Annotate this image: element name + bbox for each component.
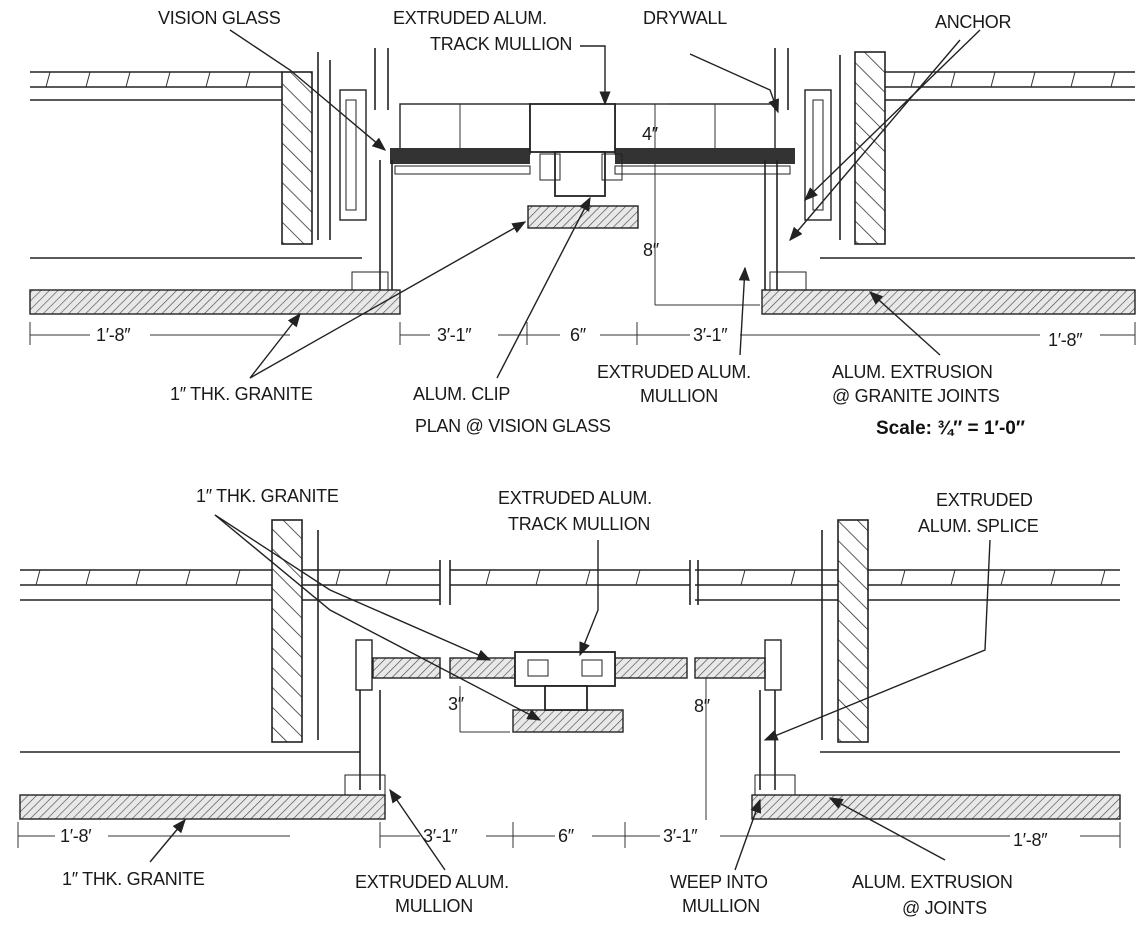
top-detail: VISION GLASS EXTRUDED ALUM. TRACK MULLIO… [29,8,1136,439]
top-granite-left [29,289,401,315]
drawing-scale: Scale: ¾″ = 1′-0″ [876,418,1025,439]
top-dim-depth-b: 8″ [643,240,660,260]
bottom-leader-arrows [149,514,991,871]
bottom-mullion-label-2: MULLION [395,896,473,916]
top-dimension-lines [29,103,1136,345]
top-track-mullion-label-2: TRACK MULLION [430,34,572,54]
bottom-granite-right [751,794,1121,820]
top-dim-left: 1′-8″ [96,325,131,345]
top-leader-arrows [229,29,981,379]
bottom-dim-center: 6″ [558,826,575,846]
bottom-dim-mid-right: 3′-1″ [663,826,698,846]
top-dim-center: 6″ [570,325,587,345]
bottom-floor-slab-left [20,519,690,753]
top-anchor-label: ANCHOR [935,12,1012,32]
bottom-track-mullion-label-2: TRACK MULLION [508,514,650,534]
bottom-weep-label-2: MULLION [682,896,760,916]
bottom-mullion-label-1: EXTRUDED ALUM. [355,872,509,892]
top-vision-glass-label: VISION GLASS [158,8,281,28]
bottom-floor-slab-right [689,519,1120,753]
bottom-dim-depth-b: 8″ [694,696,711,716]
bottom-extrusion-label-1: ALUM. EXTRUSION [852,872,1013,892]
top-clip-label: ALUM. CLIP [413,384,510,404]
top-track-mullion [527,103,639,229]
top-dim-mid-left: 3′-1″ [437,325,472,345]
top-dim-mid-right: 3′-1″ [693,325,728,345]
bottom-granite-top-label: 1″ THK. GRANITE [196,486,339,506]
bottom-extrusion-label-2: @ JOINTS [902,898,987,918]
bottom-track-mullion [514,651,616,711]
bottom-track-mullion-label-1: EXTRUDED ALUM. [498,488,652,508]
top-drywall-label: DRYWALL [643,8,727,28]
bottom-dim-depth-a: 3″ [448,694,465,714]
bottom-splice-label-2: ALUM. SPLICE [918,516,1039,536]
bottom-dim-mid-left: 3′-1″ [423,826,458,846]
top-floor-slab-right [804,51,1135,259]
bottom-granite-left [19,794,386,820]
top-track-mullion-label-1: EXTRUDED ALUM. [393,8,547,28]
top-dim-depth-a: 4″ [642,124,659,144]
bottom-weep-label-1: WEEP INTO [670,872,768,892]
bottom-dim-left: 1′-8′ [60,826,92,846]
bottom-dimension-lines [17,678,1121,848]
top-extrusion-label-1: ALUM. EXTRUSION [832,362,993,382]
top-plan-title: PLAN @ VISION GLASS [415,416,611,436]
top-granite-label: 1″ THK. GRANITE [170,384,313,404]
top-granite-right [761,289,1136,315]
top-mullion-label-1: EXTRUDED ALUM. [597,362,751,382]
bottom-granite-bottom-label: 1″ THK. GRANITE [62,869,205,889]
top-dim-right: 1′-8″ [1048,330,1083,350]
top-mullion-label-2: MULLION [640,386,718,406]
top-floor-slab-left [30,52,367,259]
bottom-dim-right: 1′-8″ [1013,830,1048,850]
top-extrusion-label-2: @ GRANITE JOINTS [832,386,1000,406]
bottom-detail: 1″ THK. GRANITE EXTRUDED ALUM. TRACK MUL… [17,486,1121,918]
top-vision-glass [374,48,795,175]
bottom-splice-label-1: EXTRUDED [936,490,1033,510]
